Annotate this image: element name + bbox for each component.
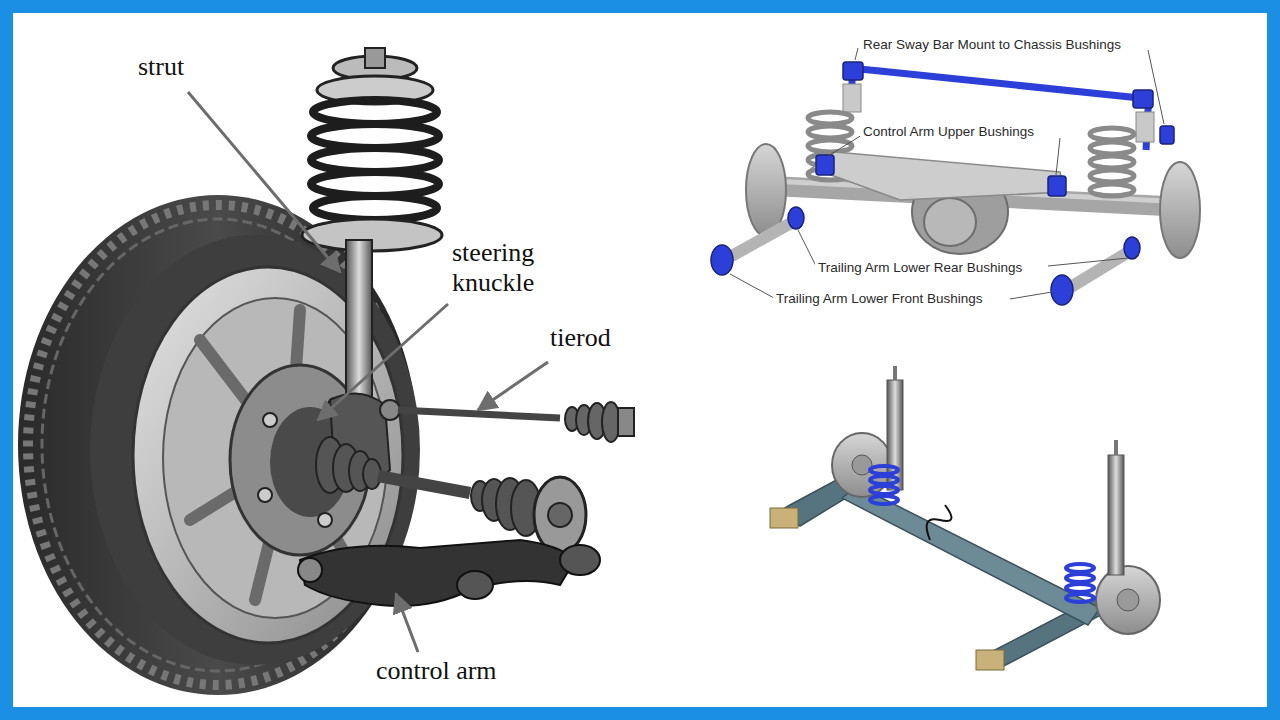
drive-shaft-drawing: [316, 437, 586, 553]
part-label: strut: [138, 52, 184, 82]
bushing-label: Trailing Arm Lower Front Bushings: [773, 291, 986, 307]
bushing-label: Trailing Arm Lower Rear Bushings: [815, 260, 1025, 276]
bushing-leader-lines: [730, 48, 1164, 299]
twist-beam-drawing: [770, 366, 1160, 670]
tie-rod-drawing: [380, 400, 634, 442]
part-label: control arm: [376, 656, 497, 686]
strut-drawing: [302, 48, 442, 486]
solid-axle-drawing: [711, 62, 1200, 305]
part-label: tierod: [550, 323, 611, 353]
bushing-label: Rear Sway Bar Mount to Chassis Bushings: [860, 37, 1124, 53]
bushing-label: Control Arm Upper Bushings: [860, 124, 1037, 140]
control-arm-drawing: [298, 540, 600, 606]
part-label: steering knuckle: [452, 238, 572, 298]
leader-arrows: [188, 92, 548, 652]
wheel-drawing: [18, 195, 420, 695]
